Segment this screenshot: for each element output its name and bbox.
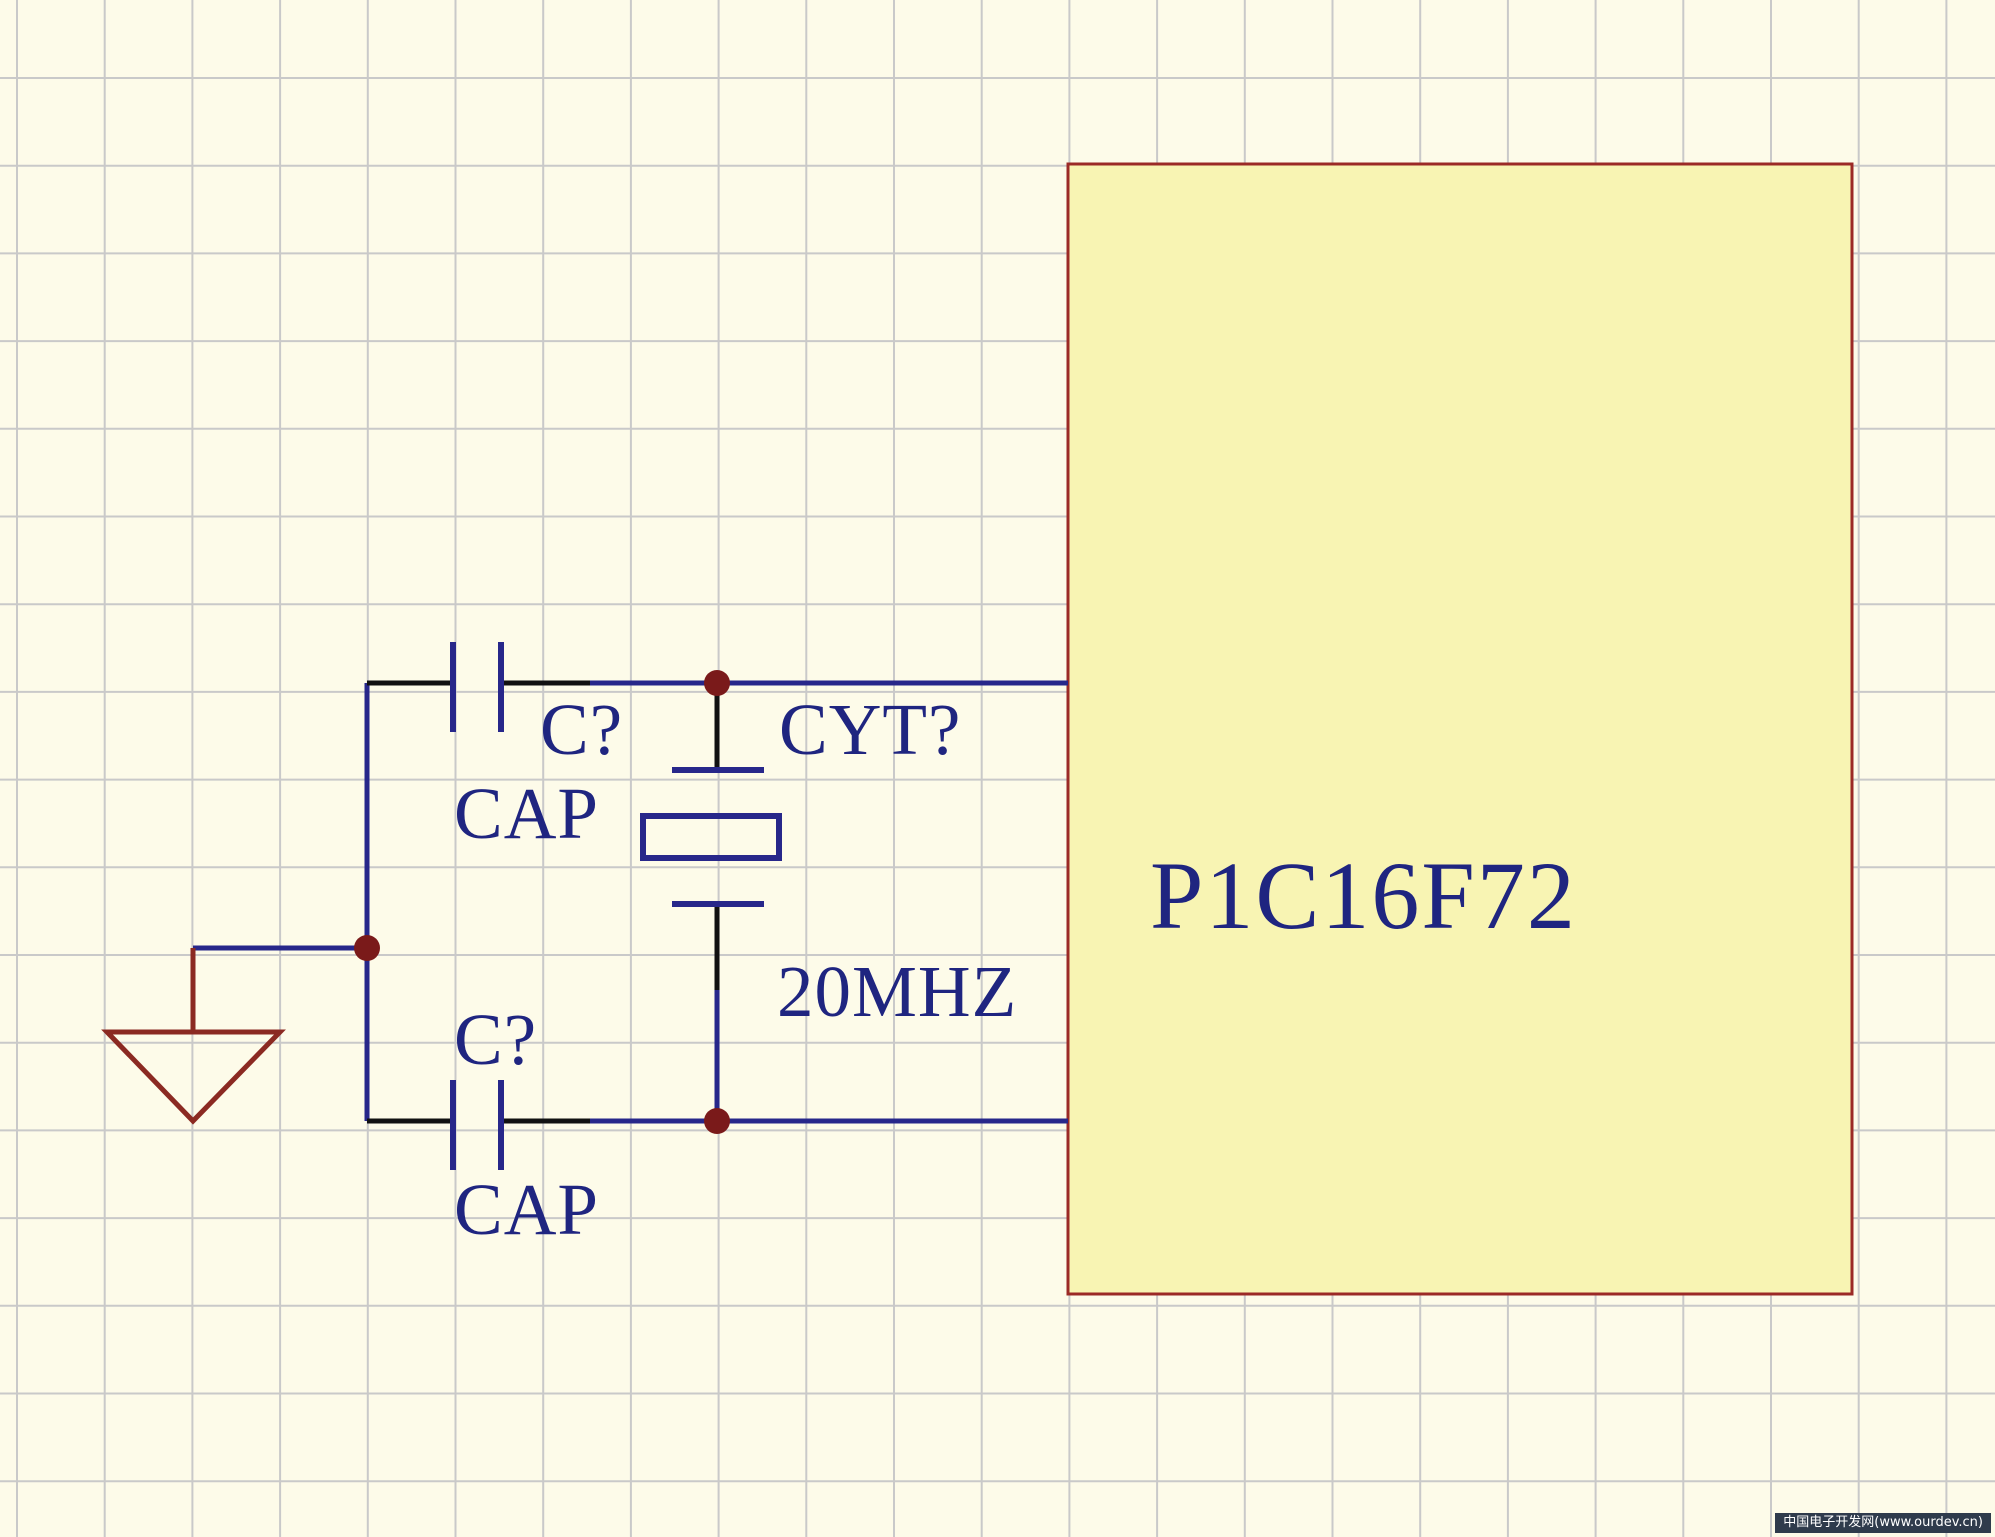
crystal-value: 20MHZ — [777, 951, 1018, 1032]
ground-triangle — [101, 1029, 286, 1125]
cap-top-value: CAP — [454, 773, 600, 854]
chip-body[interactable] — [1066, 162, 1854, 1296]
crystal-designator: CYT? — [779, 689, 962, 770]
ground-symbol[interactable] — [101, 948, 286, 1125]
watermark: 中国电子开发网(www.ourdev.cn) — [1775, 1513, 1991, 1533]
cap-bottom-designator: C? — [454, 999, 538, 1080]
crystal-body — [640, 813, 782, 861]
cap-top-designator: C? — [540, 689, 624, 770]
junction-crystal-bottom — [704, 1108, 730, 1134]
capacitor-bottom[interactable] — [450, 1080, 504, 1170]
capacitor-top[interactable] — [450, 642, 504, 732]
pin-stubs — [367, 680, 720, 1124]
junction-ground — [354, 935, 380, 961]
chip-name: P1C16F72 — [1150, 842, 1577, 949]
cap-bottom-value: CAP — [454, 1169, 600, 1250]
junctions — [354, 670, 730, 1134]
junction-crystal-top — [704, 670, 730, 696]
wires — [193, 680, 1068, 1124]
crystal[interactable] — [640, 767, 782, 907]
